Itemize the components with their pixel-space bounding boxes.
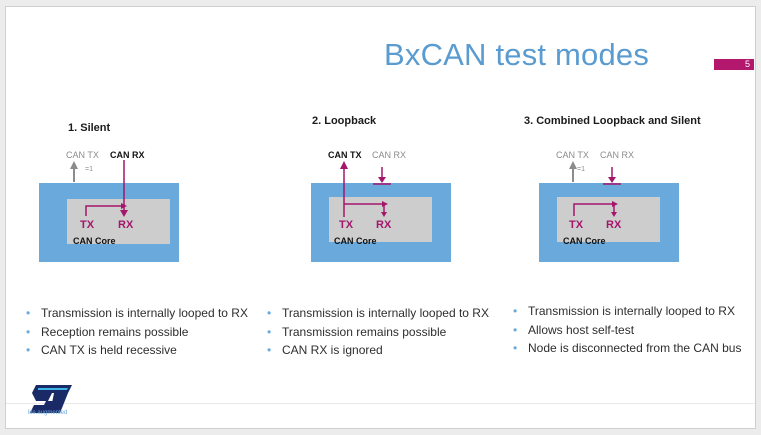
tx-to-pin-arrow (340, 161, 348, 217)
can-core-label: CAN Core (334, 236, 377, 246)
list-item: •Node is disconnected from the CAN bus (513, 339, 741, 358)
can-core-label: CAN Core (563, 236, 606, 246)
bullet-dot-icon: • (26, 306, 31, 320)
bullet-dot-icon: • (26, 343, 31, 357)
loopback-bullet-list: •Transmission is internally looped to RX… (267, 304, 489, 360)
combined-signal-wires (569, 161, 621, 217)
bullet-dot-icon: • (267, 324, 272, 339)
rx-pin-disconnected-arrow (603, 167, 621, 185)
bullet-dot-icon: • (513, 304, 518, 318)
rx-label: RX (376, 219, 392, 231)
bullet-dot-icon: • (26, 324, 31, 339)
can-rx-pin-label: CAN RX (110, 150, 145, 160)
bullet-dot-icon: • (267, 306, 272, 320)
mode-combined-panel: 3. Combined Loopback and Silent CAN TX C… (6, 7, 755, 428)
list-item: •Transmission is internally looped to RX (267, 304, 489, 323)
silent-bullet-list: •Transmission is internally looped to RX… (26, 304, 248, 360)
can-tx-pin-label: CAN TX (66, 150, 99, 160)
internal-loop-arrow (85, 203, 127, 216)
rx-label: RX (606, 219, 622, 231)
can-tx-pin-label: CAN TX (328, 150, 362, 160)
tx-label: TX (569, 219, 584, 231)
mode-silent-panel: 1. Silent CAN TX CAN RX =1 TX RX CAN Cor… (6, 7, 755, 428)
mode-heading-combined: 3. Combined Loopback and Silent (524, 115, 701, 127)
can-tx-pin-label: CAN TX (556, 150, 589, 160)
list-item: •Allows host self-test (513, 321, 741, 340)
internal-loop-arrow (344, 201, 388, 217)
slide-title: BxCAN test modes (384, 37, 650, 72)
st-logo-icon (30, 385, 72, 413)
mode-loopback-panel: 2. Loopback CAN TX CAN RX TX RX CAN Core (6, 7, 755, 428)
rx-pin-disconnected-arrow (373, 167, 391, 185)
list-item: •Transmission is internally looped to RX (26, 304, 248, 323)
list-item: •CAN TX is held recessive (26, 341, 248, 360)
recessive-annotation: =1 (85, 166, 93, 173)
slide: BxCAN test modes 5 1. Silent CAN TX CAN … (5, 6, 756, 429)
tx-label: TX (80, 219, 95, 231)
rx-label: RX (118, 219, 134, 231)
footer-tagline: life.augmented (28, 410, 68, 416)
combined-bullet-list: •Transmission is internally looped to RX… (513, 302, 741, 358)
tx-to-pin-arrow (569, 161, 577, 182)
internal-loop-arrow (573, 201, 618, 217)
page-number-badge: 5 (714, 59, 754, 70)
silent-signal-wires (70, 160, 128, 217)
list-item: •CAN RX is ignored (267, 341, 489, 360)
can-rx-pin-label: CAN RX (600, 150, 635, 160)
bullet-dot-icon: • (267, 343, 272, 357)
footer-divider (6, 403, 755, 404)
mode-heading-silent: 1. Silent (68, 122, 111, 134)
can-rx-pin-label: CAN RX (372, 150, 407, 160)
mode-heading-loopback: 2. Loopback (312, 115, 377, 127)
tx-to-pin-arrow (70, 161, 78, 182)
list-item: •Reception remains possible (26, 323, 248, 342)
recessive-annotation: =1 (577, 166, 585, 173)
bullet-dot-icon: • (513, 341, 518, 355)
can-core-label: CAN Core (73, 236, 116, 246)
list-item: •Transmission remains possible (267, 323, 489, 342)
pin-to-rx-arrow (120, 160, 128, 217)
tx-label: TX (339, 219, 354, 231)
bullet-dot-icon: • (513, 322, 518, 337)
loopback-signal-wires (340, 161, 391, 217)
list-item: •Transmission is internally looped to RX (513, 302, 741, 321)
